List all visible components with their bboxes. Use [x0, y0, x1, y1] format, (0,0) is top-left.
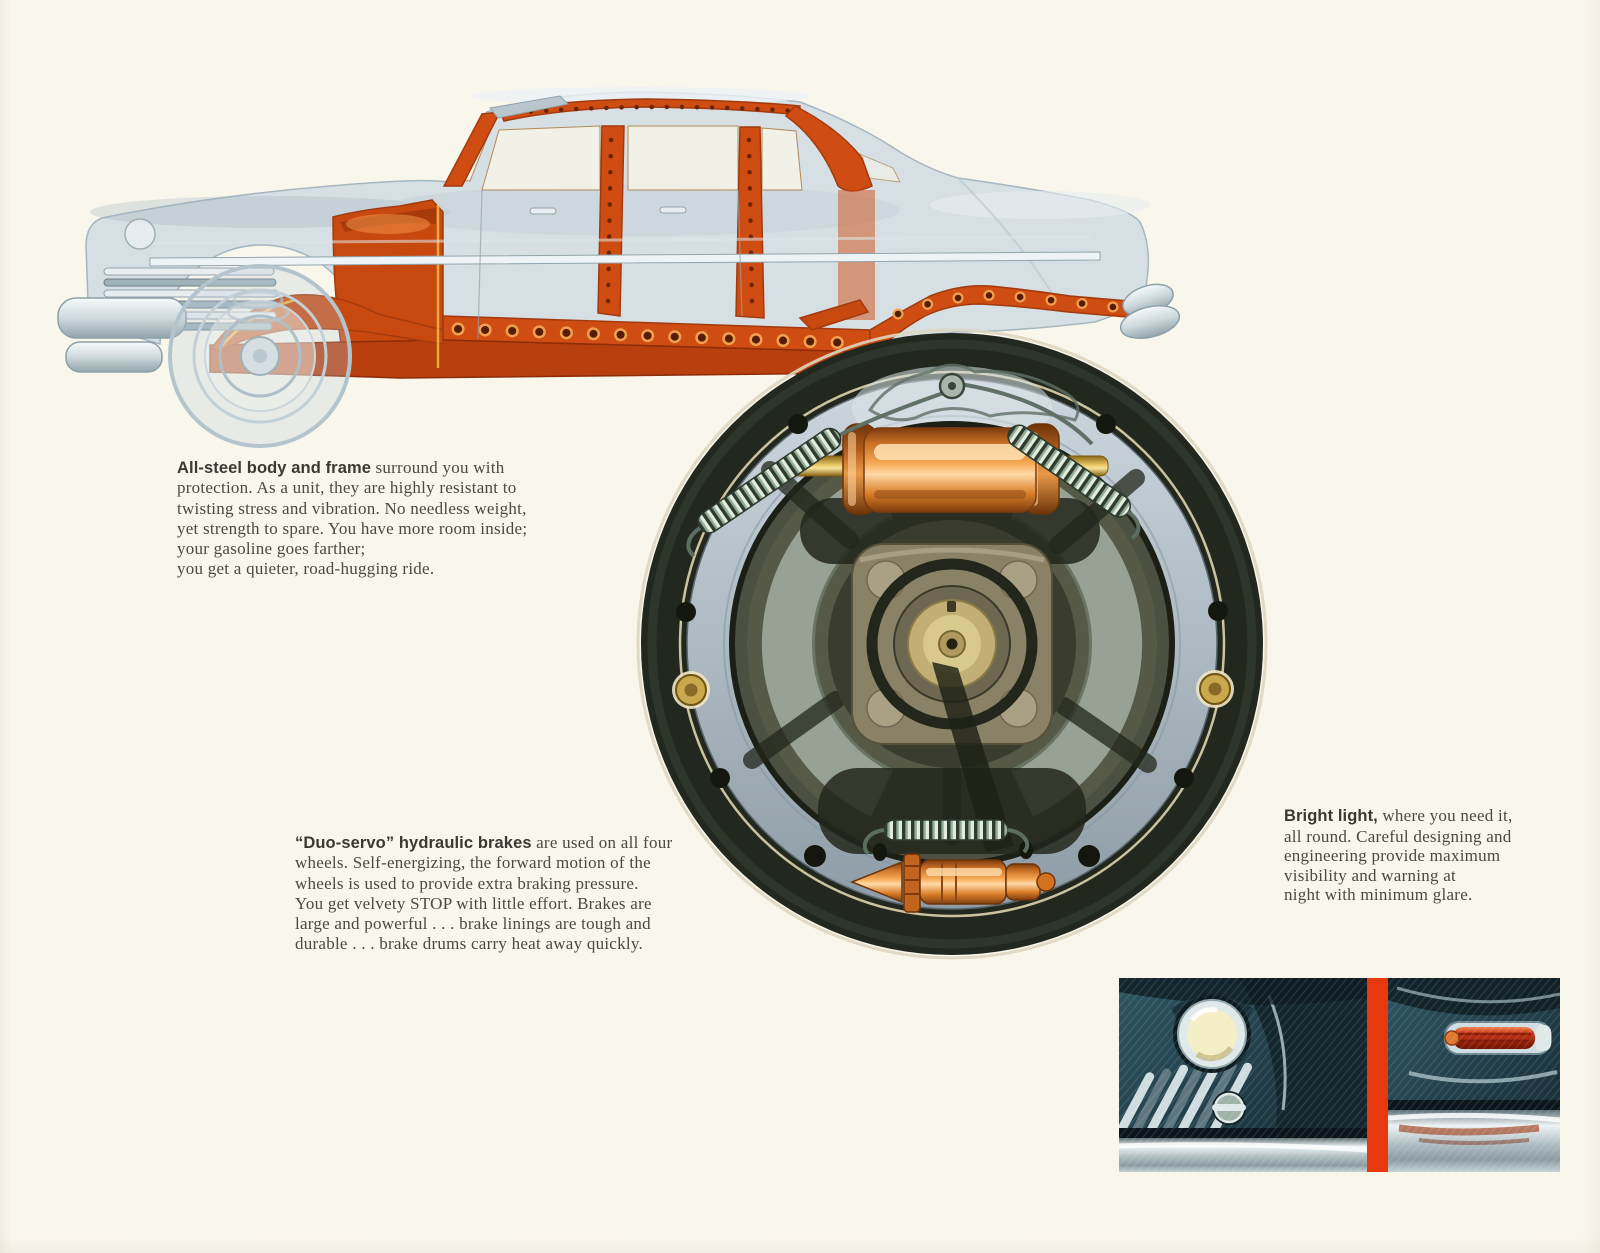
door-handle-rear: [659, 206, 687, 214]
caption-line: You get velvety STOP with little effort.…: [295, 893, 652, 913]
hub-lever-shadow: [932, 662, 1014, 852]
caption-text: are used on all four: [531, 833, 673, 852]
car-cutaway-illustration: [57, 87, 1181, 448]
lights-photos: [1119, 978, 1560, 1172]
plate-bolt-holes: [676, 414, 1228, 867]
taillight-photo: [1388, 978, 1560, 1172]
caption-bright-light: Bright light, where you need it, all rou…: [1284, 806, 1512, 905]
caption-line: engineering provide maximum: [1284, 846, 1501, 866]
caption-line: night with minimum glare.: [1284, 885, 1473, 905]
brake-assembly-illustration: [636, 328, 1268, 960]
windshield-visor: [489, 95, 570, 119]
caption-lead: All-steel body and frame: [177, 459, 372, 477]
caption-line: yet strength to spare. You have more roo…: [177, 518, 528, 538]
rear-frame-rail: [869, 284, 1141, 353]
return-spring-left: [686, 427, 842, 558]
front-bumper: [57, 297, 187, 339]
door-handle-front: [529, 207, 557, 215]
orange-divider: [1367, 978, 1388, 1172]
caption-line: large and powerful . . . brake linings a…: [295, 914, 651, 934]
caption-lead: Bright light,: [1284, 807, 1378, 825]
headlight-photo: [1119, 978, 1367, 1172]
caption-line: your gasoline goes farther;: [177, 539, 366, 559]
front-wheel-ghost: [168, 264, 352, 448]
front-bumper-guard: [65, 341, 163, 373]
caption-line: twisting stress and vibration. No needle…: [177, 498, 527, 518]
frame-brace: [798, 299, 870, 331]
caption-text: where you need it,: [1377, 806, 1513, 825]
lights-photo-strip: [1119, 978, 1560, 1172]
headlight-ghost: [124, 218, 156, 250]
caption-body-frame: All-steel body and frame surround you wi…: [177, 458, 527, 580]
caption-line: “Duo-servo” hydraulic brakes are used on…: [295, 833, 672, 853]
caption-lead: “Duo-servo” hydraulic brakes: [295, 834, 532, 852]
caption-line: protection. As a unit, they are highly r…: [177, 478, 517, 498]
brass-anchor-bolts: [672, 670, 1234, 709]
return-spring-right: [1007, 424, 1141, 540]
caption-line: wheels. Self-energizing, the forward mot…: [295, 853, 651, 873]
caption-line: durable . . . brake drums carry heat awa…: [295, 934, 643, 954]
side-chrome-strip: [149, 251, 1101, 267]
caption-line: Bright light, where you need it,: [1284, 806, 1512, 827]
caption-text: surround you with: [371, 458, 505, 477]
caption-line: All-steel body and frame surround you wi…: [177, 458, 527, 478]
caption-line: all round. Careful designing and: [1284, 826, 1512, 846]
caption-line: you get a quieter, road-hugging ride.: [177, 559, 435, 579]
adjuster-spring: [883, 819, 1009, 841]
caption-brakes: “Duo-servo” hydraulic brakes are used on…: [295, 833, 672, 955]
adjuster-assembly: [849, 819, 1056, 913]
car-chrome-details: [57, 189, 1181, 373]
hub-assembly: [828, 520, 1076, 852]
caption-line: visibility and warning at: [1284, 865, 1456, 885]
frame-rivets-and-holes: [451, 104, 1128, 350]
anchor-linkage: [837, 363, 1094, 446]
caption-line: wheels is used to provide extra braking …: [295, 873, 639, 893]
